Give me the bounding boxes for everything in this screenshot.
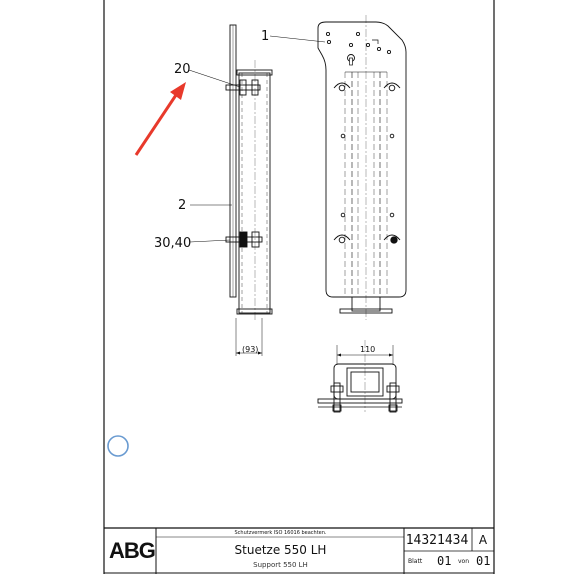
dimension-93: (93) (242, 345, 258, 354)
company-logo: ABG (109, 538, 156, 563)
upper-bolt-holes (333, 82, 401, 92)
sheet-label: Blatt (408, 558, 423, 565)
top-cap (236, 69, 273, 76)
revision-letter: A (478, 533, 488, 547)
annotation-arrow-icon (134, 82, 186, 156)
bottom-foot (236, 308, 273, 315)
total-sheets: 01 (476, 554, 491, 568)
callout-30-40: 30,40 (154, 236, 191, 251)
document-number: 14321434 (405, 533, 469, 548)
drawing-subtitle: Support 550 LH (253, 561, 308, 569)
side-view (225, 24, 273, 356)
callout-20: 20 (174, 62, 191, 77)
front-view (317, 15, 407, 320)
lower-bolt (225, 231, 263, 248)
of-label: von (458, 558, 470, 565)
lower-bolt-holes (333, 234, 401, 244)
side-tube (238, 72, 271, 314)
callout-2: 2 (178, 198, 186, 213)
callout-leaders (188, 35, 326, 243)
callout-1: 1 (261, 29, 269, 44)
front-plate (317, 21, 407, 298)
title-block-frame (104, 527, 494, 574)
protection-notice: Schutzvermerk ISO 16016 beachten. (234, 530, 327, 536)
sheet-number: 01 (437, 554, 452, 568)
drawing-title: Stuetze 550 LH (234, 543, 327, 557)
marker-circle-icon[interactable] (107, 435, 129, 457)
top-view (317, 340, 403, 413)
dimension-110: 110 (360, 345, 375, 354)
